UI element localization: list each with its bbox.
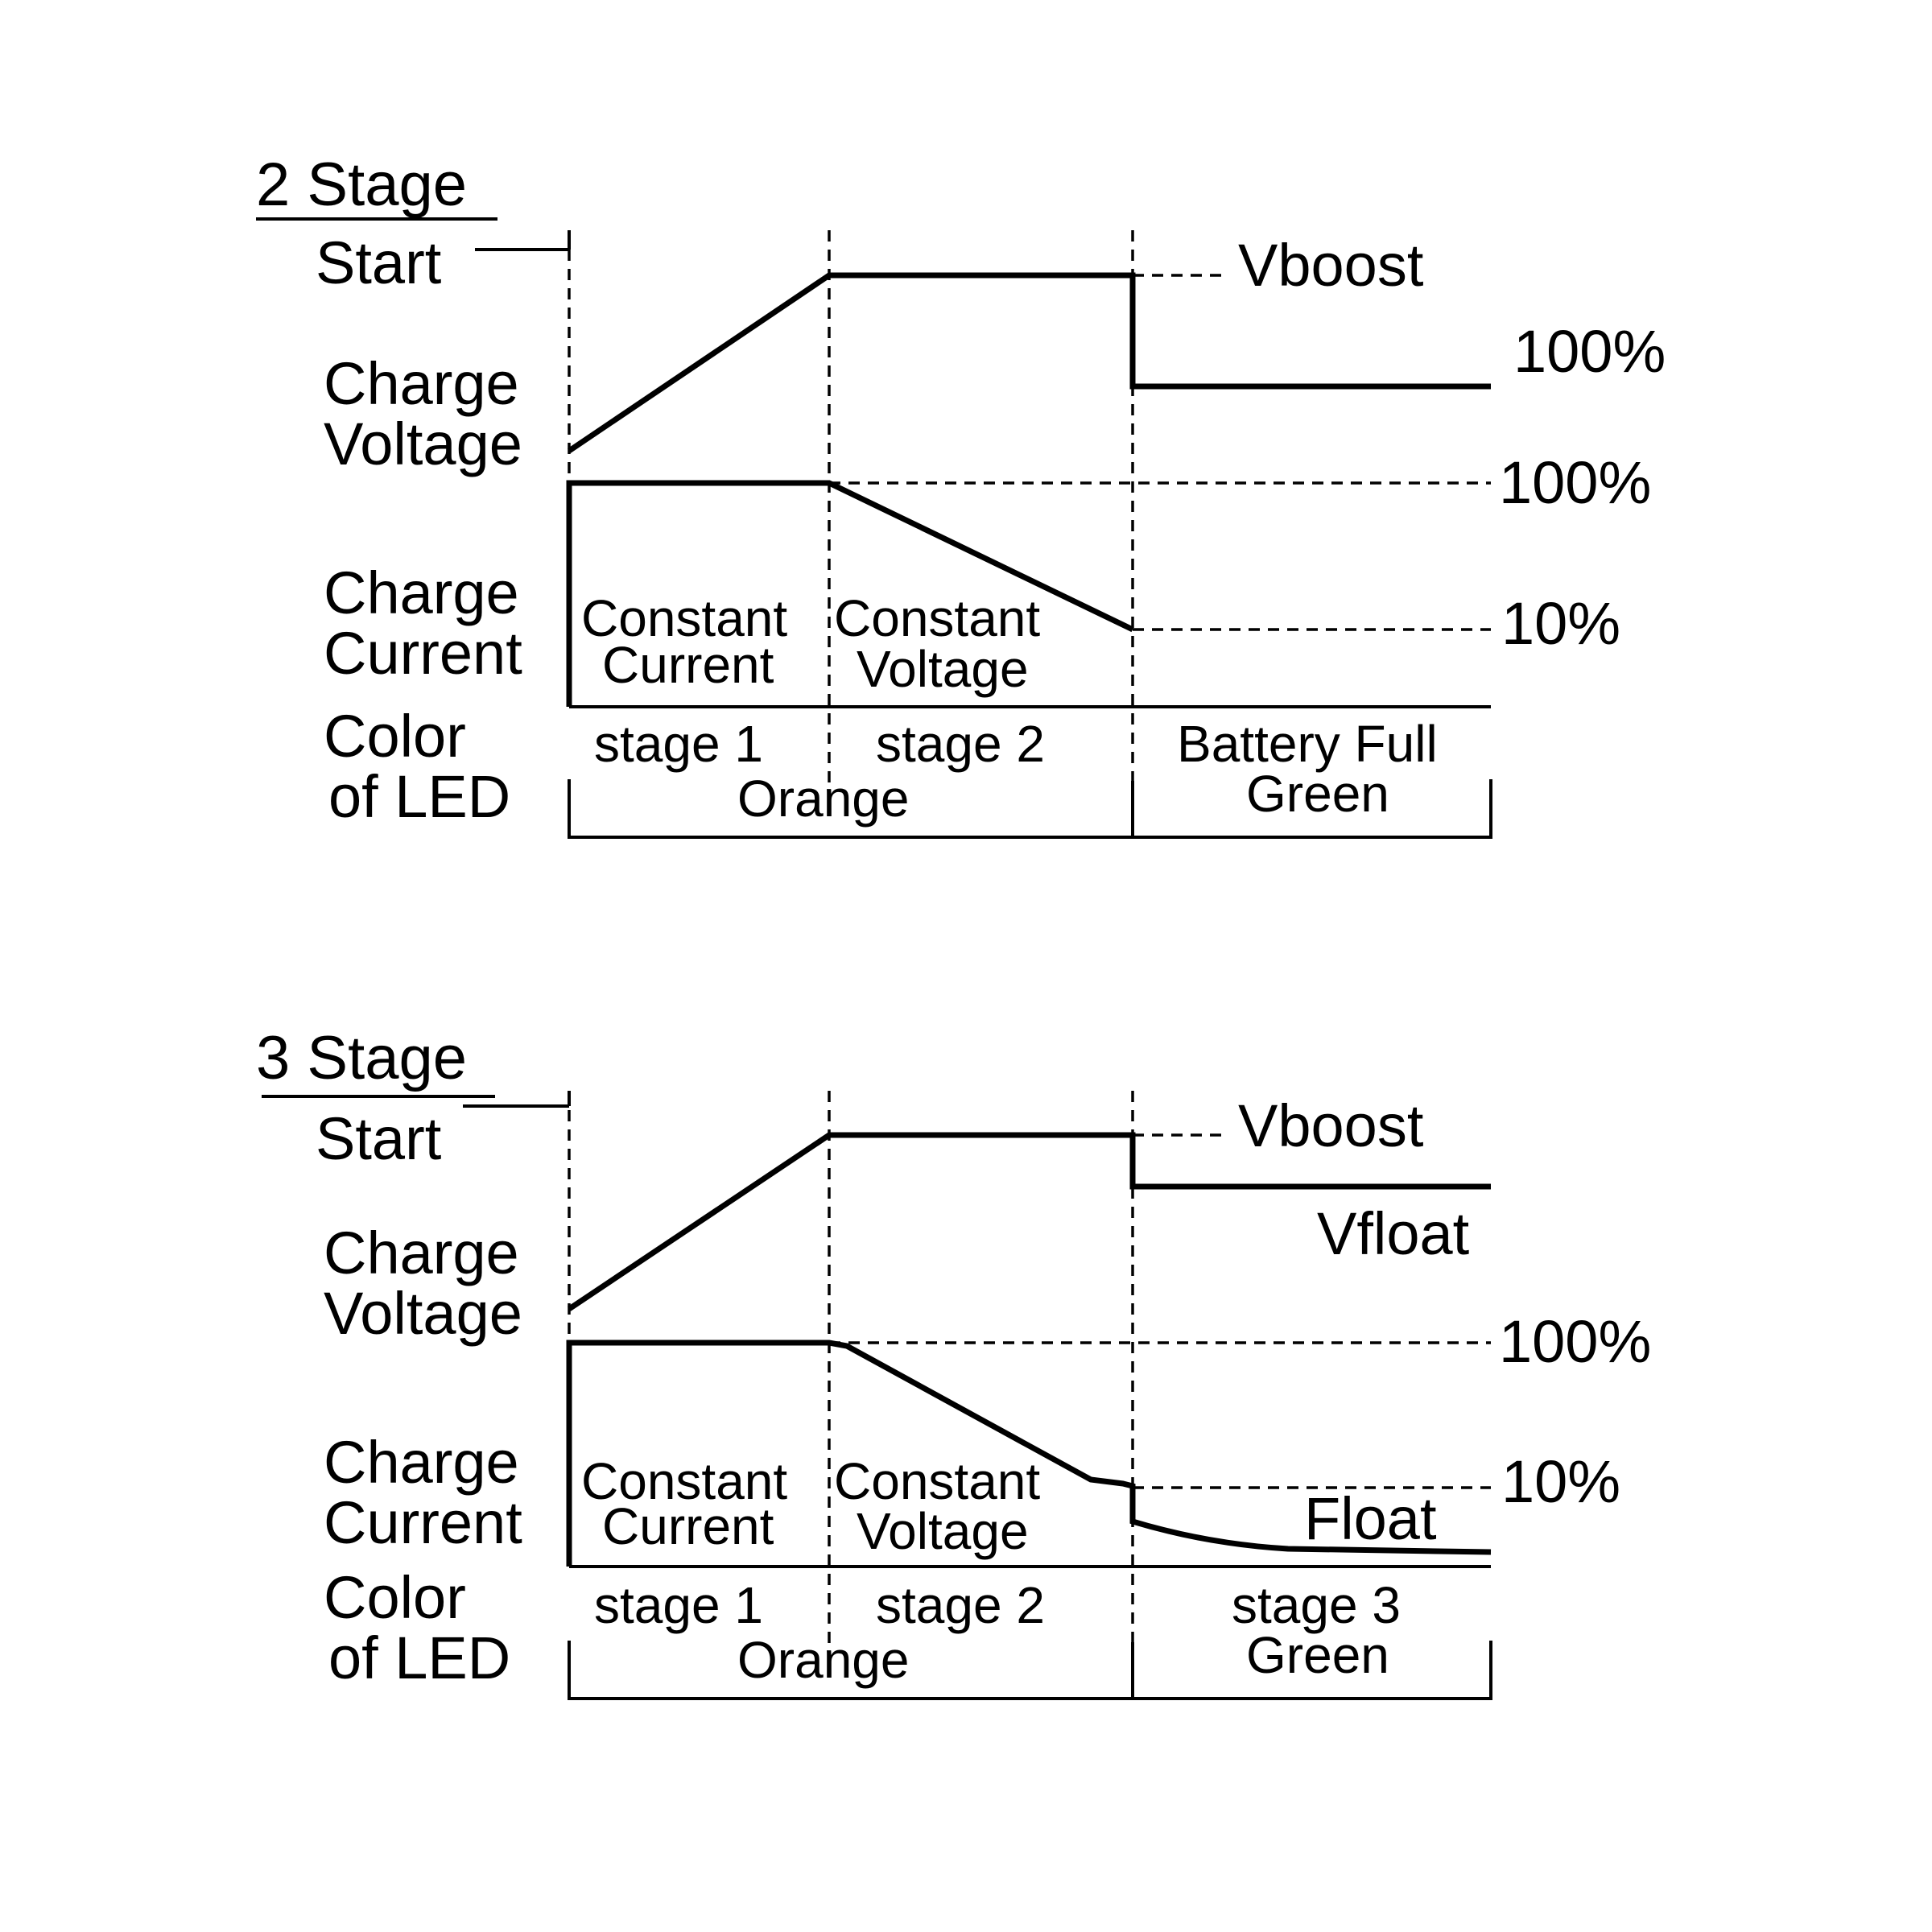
three-stage-led-bracket [568, 1641, 1492, 1700]
two-stage-vboost-label: Vboost [1238, 232, 1424, 299]
three-stage-region1-label-2: Current [602, 1497, 774, 1555]
three-stage-stage3-label: stage 3 [1232, 1576, 1401, 1634]
three-stage-charge-current-label-2: Current [324, 1489, 522, 1556]
three-stage-title: 3 Stage [256, 1024, 467, 1092]
three-stage-current-10-label: 10% [1501, 1448, 1620, 1515]
three-stage-led-label-2: of LED [328, 1624, 510, 1691]
two-stage-stage2-label: stage 2 [876, 715, 1045, 773]
three-stage-start-label: Start [316, 1105, 442, 1172]
three-stage-stage1-label: stage 1 [594, 1576, 763, 1634]
two-stage-region2-label-2: Voltage [857, 640, 1029, 698]
three-stage-stage2-label: stage 2 [876, 1576, 1045, 1634]
two-stage-current-curve [566, 480, 1134, 707]
three-stage-led-label-1: Color [324, 1564, 466, 1631]
three-stage-green-label: Green [1246, 1626, 1389, 1684]
two-stage-green-label: Green [1246, 765, 1389, 823]
two-stage-led-bracket [568, 779, 1492, 839]
two-stage-diagram: 2 Stage Start Charge Voltage Charge Curr… [256, 151, 1666, 839]
two-stage-region1-label-2: Current [602, 636, 774, 694]
two-stage-current-10-label: 10% [1501, 590, 1620, 657]
three-stage-vfloat-label: Vfloat [1317, 1200, 1470, 1267]
three-stage-current-curve [566, 1340, 1492, 1567]
two-stage-start-label: Start [316, 229, 442, 296]
two-stage-orange-label: Orange [737, 770, 909, 828]
two-stage-led-label-1: Color [324, 703, 466, 770]
two-stage-voltage-curve [568, 272, 1491, 453]
two-stage-title: 2 Stage [256, 151, 467, 219]
two-stage-stage3-label: Battery Full [1177, 715, 1438, 773]
three-stage-orange-label: Orange [737, 1631, 909, 1689]
two-stage-charge-current-label-2: Current [324, 620, 522, 687]
three-stage-float-label: Float [1304, 1485, 1437, 1552]
two-stage-current-100-label: 100% [1499, 449, 1651, 516]
two-stage-charge-voltage-label-2: Voltage [324, 411, 522, 477]
two-stage-led-label-2: of LED [328, 763, 510, 830]
three-stage-charge-voltage-label-1: Charge [324, 1220, 519, 1286]
three-stage-current-100-label: 100% [1499, 1308, 1651, 1375]
three-stage-region2-label-1: Constant [834, 1452, 1040, 1510]
two-stage-charge-current-label-1: Charge [324, 559, 519, 626]
two-stage-charge-voltage-label-1: Charge [324, 350, 519, 417]
two-stage-stage1-label: stage 1 [594, 715, 763, 773]
three-stage-region2-label-2: Voltage [857, 1502, 1029, 1560]
two-stage-region2-label-1: Constant [834, 589, 1040, 647]
three-stage-charge-voltage-label-2: Voltage [324, 1280, 522, 1347]
three-stage-region1-label-1: Constant [581, 1452, 787, 1510]
three-stage-diagram: 3 Stage Start Charge Voltage Charge Curr… [256, 1024, 1651, 1700]
two-stage-region1-label-1: Constant [581, 589, 787, 647]
two-stage-voltage-end-label: 100% [1513, 318, 1666, 385]
three-stage-vboost-label: Vboost [1238, 1092, 1424, 1159]
three-stage-charge-current-label-1: Charge [324, 1429, 519, 1496]
